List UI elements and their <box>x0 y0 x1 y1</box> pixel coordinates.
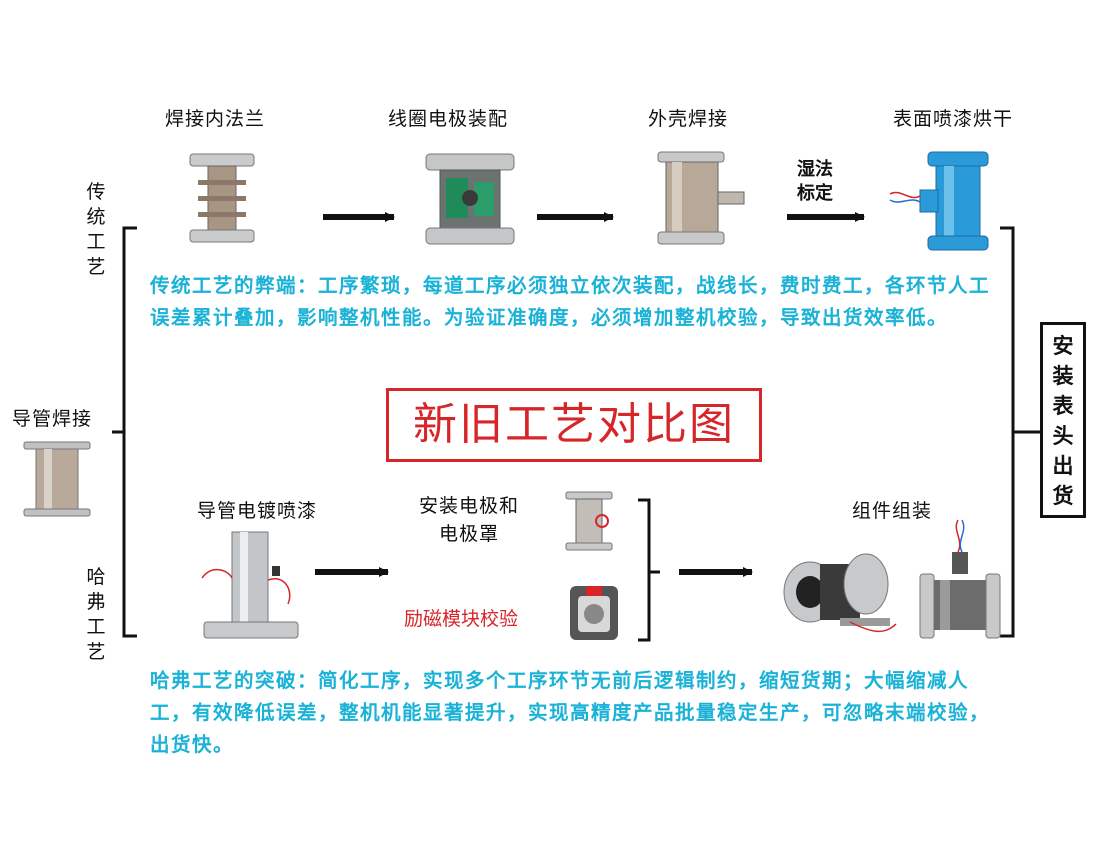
assembled-meter-image <box>919 519 1001 639</box>
excitation-module-image <box>570 586 618 640</box>
hafu-step-2-label: 安装电极和电极罩 <box>419 495 520 545</box>
trad-step-2-label: 线圈电极装配 <box>388 108 509 130</box>
install-ship-box: 安装表头出货 <box>1040 322 1086 518</box>
hafu-step-1-label: 导管电镀喷漆 <box>197 500 318 522</box>
electrode-pipe-image <box>565 491 613 551</box>
hafu-step-4-label: 组件组装 <box>852 500 933 522</box>
trad-step-4-label: 表面喷漆烘干 <box>893 108 1014 130</box>
hafu-step-3-label: 励磁模块校验 <box>404 608 519 630</box>
left-bracket <box>122 226 137 638</box>
wet-calibration-label: 湿法标定 <box>797 159 833 204</box>
inner-flange-image <box>189 153 255 243</box>
hafu-mid-bracket <box>638 498 651 642</box>
traditional-drawback-text: 传统工艺的弊端：工序繁琐，每道工序必须独立依次装配，战线长，费时费工，各环节人工… <box>150 274 991 329</box>
coil-electrode-image <box>425 153 515 245</box>
trad-step-1-label: 焊接内法兰 <box>165 108 266 130</box>
hafu-label: 哈弗工艺 <box>86 566 106 663</box>
traditional-label: 传统工艺 <box>86 181 106 278</box>
guide-weld-label: 导管焊接 <box>12 408 93 430</box>
diagram-title: 新旧工艺对比图 <box>386 388 762 462</box>
plated-pipe-image <box>201 531 299 639</box>
guide-pipe-image <box>23 441 91 517</box>
hafu-advantage-text: 哈弗工艺的突破：简化工序，实现多个工序环节无前后逻辑制约，缩短货期；大幅缩减人工… <box>150 669 991 756</box>
assembly-parts-image <box>783 553 897 633</box>
painted-meter-image <box>889 151 989 251</box>
housing-weld-image <box>657 151 745 245</box>
trad-step-3-label: 外壳焊接 <box>648 108 729 130</box>
